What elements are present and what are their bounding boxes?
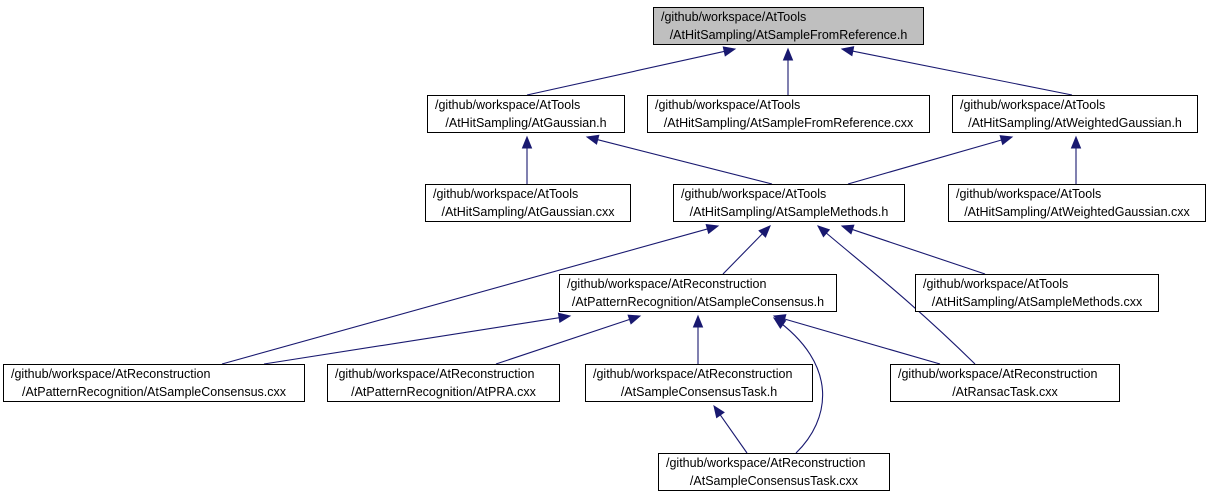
edge-sample_consensus_task_h-to-sample_consensus_h — [692, 314, 704, 364]
node-line-1: /github/workspace/AtReconstruction — [666, 456, 866, 470]
node-line-2: /AtPatternRecognition/AtSampleConsensus.… — [571, 295, 825, 309]
node-line-1: /github/workspace/AtTools — [655, 98, 801, 112]
node-line-2: /AtHitSampling/AtWeightedGaussian.h — [968, 116, 1182, 130]
node-at-sample-consensus-task-h[interactable]: /github/workspace/AtReconstruction /AtSa… — [585, 364, 813, 402]
node-line-2: /AtHitSampling/AtSampleMethods.cxx — [931, 295, 1143, 309]
node-line-1: /github/workspace/AtReconstruction — [335, 367, 535, 381]
node-at-sample-from-reference-h: /github/workspace/AtTools /AtHitSampling… — [653, 7, 924, 45]
node-line-2: /AtHitSampling/AtSampleMethods.h — [689, 205, 889, 219]
node-line-2: /AtHitSampling/AtGaussian.cxx — [441, 205, 615, 219]
edge-gaussian_h-to-sample_from_reference_h — [526, 46, 737, 96]
node-line-1: /github/workspace/AtReconstruction — [593, 367, 793, 381]
edge-pra_cxx-to-sample_consensus_h — [495, 314, 642, 365]
node-line-2: /AtRansacTask.cxx — [952, 385, 1058, 399]
node-at-weighted-gaussian-h[interactable]: /github/workspace/AtTools /AtHitSampling… — [952, 95, 1198, 133]
node-at-sample-consensus-task-cxx[interactable]: /github/workspace/AtReconstruction /AtSa… — [658, 453, 890, 491]
node-line-1: /github/workspace/AtReconstruction — [898, 367, 1098, 381]
node-line-2: /AtSampleConsensusTask.cxx — [689, 474, 859, 488]
edge-sample_methods_cxx-to-sample_methods_h — [840, 224, 986, 275]
edge-ransac_task_cxx-to-sample_methods_h — [816, 225, 976, 365]
node-line-1: /github/workspace/AtTools — [960, 98, 1106, 112]
node-at-pra-cxx[interactable]: /github/workspace/AtReconstruction /AtPa… — [327, 364, 560, 402]
node-line-2: /AtHitSampling/AtSampleFromReference.h — [669, 28, 908, 42]
node-line-2: /AtHitSampling/AtWeightedGaussian.cxx — [964, 205, 1190, 219]
node-at-gaussian-h[interactable]: /github/workspace/AtTools /AtHitSampling… — [427, 95, 625, 133]
node-at-sample-consensus-h[interactable]: /github/workspace/AtReconstruction /AtPa… — [559, 274, 837, 312]
node-at-gaussian-cxx[interactable]: /github/workspace/AtTools /AtHitSampling… — [425, 184, 631, 222]
edge-sample_consensus_task_cxx-to-sample_consensus_task_h — [713, 404, 748, 454]
edge-gaussian_cxx-to-gaussian_h — [521, 135, 533, 184]
node-line-1: /github/workspace/AtTools — [681, 187, 827, 201]
edge-weighted_gaussian_h-to-sample_from_reference_h — [840, 46, 1073, 96]
node-line-1: /github/workspace/AtTools — [433, 187, 579, 201]
node-line-2: /AtHitSampling/AtSampleFromReference.cxx — [663, 116, 914, 130]
edge-sample_from_reference_cxx-to-sample_from_reference_h — [782, 47, 794, 95]
node-line-2: /AtHitSampling/AtGaussian.h — [445, 116, 607, 130]
node-line-1: /github/workspace/AtTools — [661, 10, 807, 24]
node-line-2: /AtPatternRecognition/AtSampleConsensus.… — [21, 385, 287, 399]
node-line-1: /github/workspace/AtReconstruction — [567, 277, 767, 291]
edge-sample_methods_h-to-gaussian_h — [585, 134, 773, 185]
node-line-1: /github/workspace/AtTools — [956, 187, 1102, 201]
edge-sample_consensus_task_cxx-to-sample_consensus_h — [772, 317, 824, 454]
node-line-1: /github/workspace/AtTools — [435, 98, 581, 112]
node-at-sample-methods-h[interactable]: /github/workspace/AtTools /AtHitSampling… — [673, 184, 905, 222]
edge-weighted_gaussian_cxx-to-weighted_gaussian_h — [1070, 135, 1082, 184]
node-line-1: /github/workspace/AtReconstruction — [11, 367, 211, 381]
node-line-2: /AtSampleConsensusTask.h — [620, 385, 778, 399]
node-line-1: /github/workspace/AtTools — [923, 277, 1069, 291]
edge-sample_consensus_cxx-to-sample_methods_h — [221, 224, 720, 365]
edge-sample_consensus_cxx-to-sample_consensus_h — [263, 312, 572, 365]
node-at-sample-consensus-cxx[interactable]: /github/workspace/AtReconstruction /AtPa… — [3, 364, 305, 402]
edge-sample_methods_h-to-weighted_gaussian_h — [847, 135, 1014, 185]
edge-sample_consensus_h-to-sample_methods_h — [722, 225, 771, 275]
node-at-weighted-gaussian-cxx[interactable]: /github/workspace/AtTools /AtHitSampling… — [948, 184, 1206, 222]
node-line-2: /AtPatternRecognition/AtPRA.cxx — [351, 385, 536, 399]
node-at-sample-from-reference-cxx[interactable]: /github/workspace/AtTools /AtHitSampling… — [647, 95, 930, 133]
node-at-ransac-task-cxx[interactable]: /github/workspace/AtReconstruction /AtRa… — [890, 364, 1120, 402]
node-at-sample-methods-cxx[interactable]: /github/workspace/AtTools /AtHitSampling… — [915, 274, 1159, 312]
